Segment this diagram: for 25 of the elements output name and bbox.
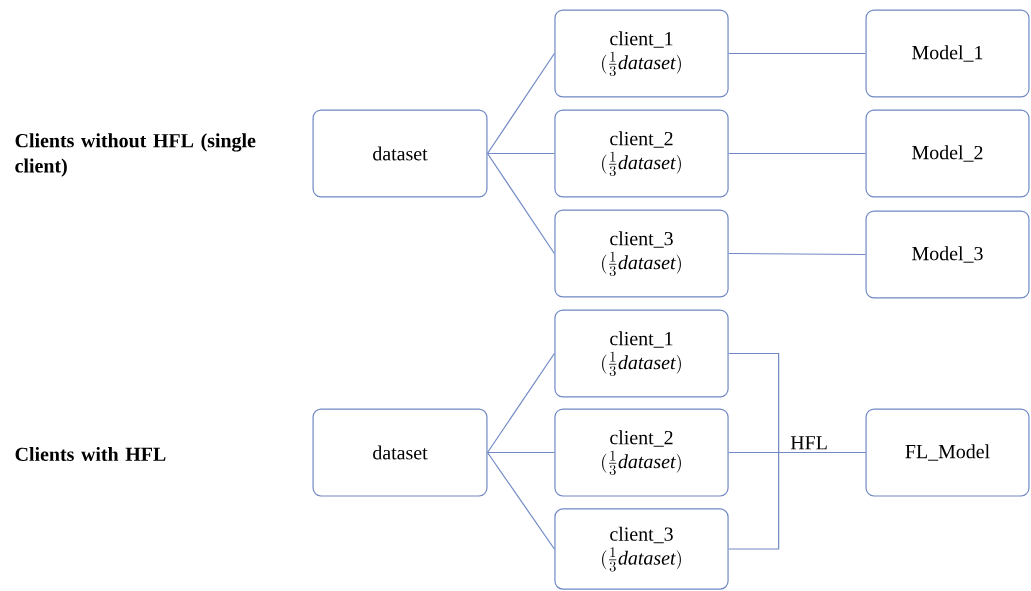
connector-line [486, 152, 555, 155]
connector-line [486, 152, 555, 255]
connector-line [728, 451, 867, 550]
process-box: dataset [312, 408, 488, 497]
process-box: client_1 $(\frac{1}{3}\mathit{dataset})$ [554, 309, 729, 398]
process-box: client_3 $(\frac{1}{3}\mathit{dataset})$ [554, 508, 729, 590]
connector-line [728, 52, 867, 55]
group-label: Clients with HFL [15, 447, 166, 461]
edge-label: HFL [790, 436, 827, 450]
process-box: Model_3 [865, 210, 1030, 299]
connector-line [486, 352, 555, 454]
connector-line [486, 52, 555, 155]
process-box: Model_2 [865, 109, 1030, 198]
group-label: Clients without HFL (single client) [15, 133, 256, 177]
process-box: Model_1 [865, 9, 1030, 98]
connector-line [486, 451, 555, 550]
connector-line [728, 152, 867, 155]
process-box: client_2 $(\frac{1}{3}\mathit{dataset})$ [554, 408, 729, 497]
connector-line [486, 451, 555, 454]
process-box: dataset [312, 109, 488, 198]
process-box: FL_Model [865, 408, 1030, 497]
process-box: client_2 $(\frac{1}{3}\mathit{dataset})$ [554, 109, 729, 198]
connector-line [728, 252, 867, 256]
process-box: client_3 $(\frac{1}{3}\mathit{dataset})$ [554, 209, 729, 298]
process-box: client_1 $(\frac{1}{3}\mathit{dataset})$ [554, 9, 729, 98]
